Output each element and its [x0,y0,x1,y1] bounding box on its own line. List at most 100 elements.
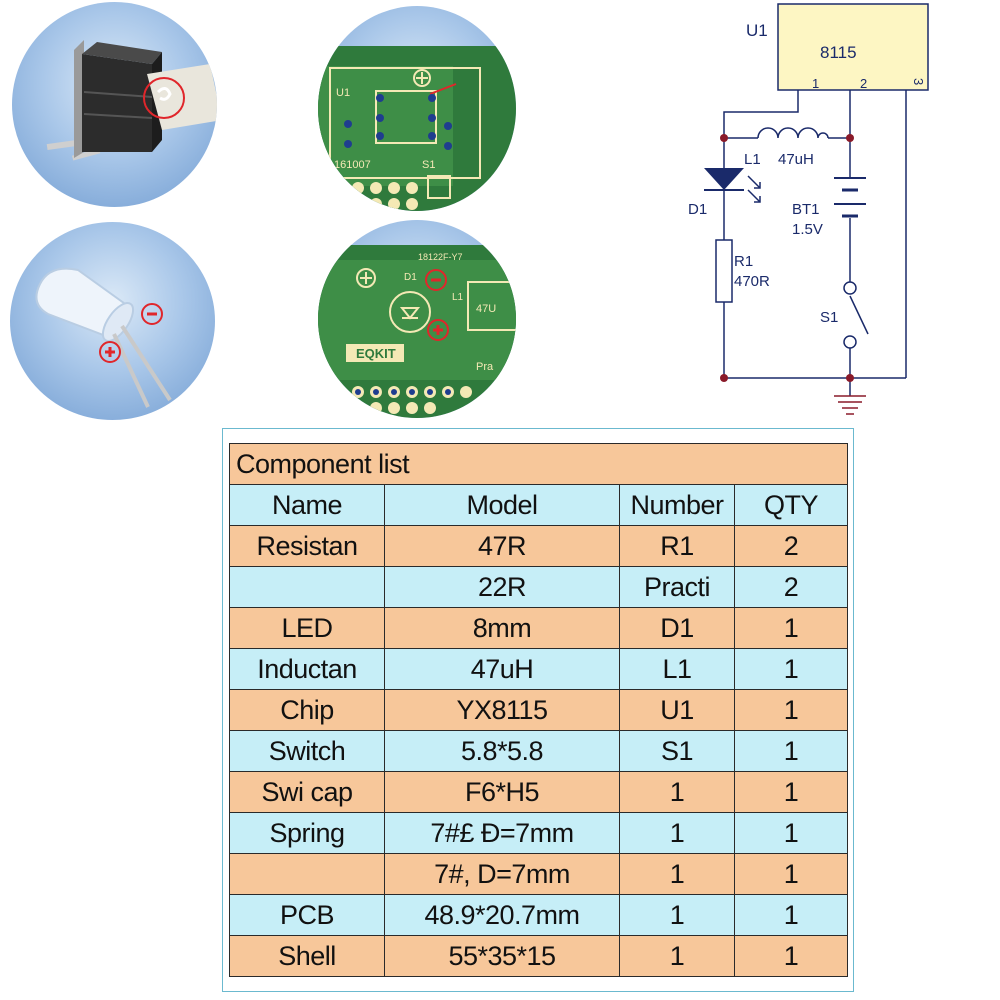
inductor-symbol [757,127,829,139]
component-table: Component list Name Model Number QTY Res… [228,443,849,977]
switch-contact-top [843,281,857,295]
l1-ref-label: L1 [744,151,761,168]
cell-number: U1 [619,689,735,731]
table-title: Component list [228,443,849,485]
u1-ref-label: U1 [746,21,768,40]
cell-model: YX8115 [384,689,620,731]
pcb-logo-text: EQKIT [356,346,396,361]
led-photo [10,222,215,420]
cell-number: 1 [619,853,735,895]
cell-name: PCB [229,894,385,936]
cell-number: 1 [619,812,735,854]
cell-name: Chip [229,689,385,731]
pcb-label-s1: S1 [422,159,435,171]
component-list-panel: Component list Name Model Number QTY Res… [222,428,854,992]
cap-highlight-circle [143,77,185,119]
cell-number: 1 [619,894,735,936]
cell-model: 55*35*15 [384,935,620,977]
cell-qty: 1 [733,935,849,977]
d1-ref-label: D1 [688,201,707,218]
schematic-wires [723,90,907,396]
pcb-label-code: 18122F-Y7 [418,252,463,262]
cell-name [229,853,385,895]
pcb-label-pra: Pra [476,361,494,373]
pcb-label-u1: U1 [336,87,350,99]
cell-number: 1 [619,771,735,813]
pcb-bottom-illustration: D1 L1 EQKIT 47U Pra 18122F-Y7 [318,245,516,418]
cell-model: F6*H5 [384,771,620,813]
cell-name: Switch [229,730,385,772]
cell-qty: 2 [733,566,849,608]
cell-number: 1 [619,935,735,977]
cell-name: Spring [229,812,385,854]
cell-name: Inductan [229,648,385,690]
ground-symbol [834,395,866,415]
r1-value-label: 470R [734,273,770,290]
resistor-symbol [715,239,733,303]
u1-chip-body [777,3,929,91]
u1-pin1-label: 1 [812,76,819,91]
l1-value-label: 47uH [778,151,814,168]
table-header-row: Name Model Number QTY [229,484,849,526]
u1-pin2-label: 2 [860,76,867,91]
circuit-schematic: U1 8115 1 2 3 L1 47uH D1 R1 470R BT1 1.5… [688,3,929,415]
pcb-label-date: 161007 [334,159,371,171]
cell-model: 48.9*20.7mm [384,894,620,936]
cell-model: 7#, D=7mm [384,853,620,895]
pcb-bottom-photo: D1 L1 EQKIT 47U Pra 18122F-Y7 [318,220,516,418]
header-qty: QTY [733,484,849,526]
cell-qty: 1 [733,648,849,690]
cell-qty: 2 [733,525,849,567]
switch-photo [12,2,217,207]
cell-name: Resistan [229,525,385,567]
junction-dots [720,134,854,382]
cell-qty: 1 [733,853,849,895]
header-model: Model [384,484,620,526]
cell-number: R1 [619,525,735,567]
cell-qty: 1 [733,607,849,649]
s1-ref-label: S1 [820,309,838,326]
pcb-label-d1: D1 [404,272,417,283]
pcb-label-l1: L1 [452,292,464,303]
cell-qty: 1 [733,894,849,936]
cell-model: 5.8*5.8 [384,730,620,772]
cell-number: Practi [619,566,735,608]
switch-contact-bottom [843,335,857,349]
anode-marker [99,341,121,363]
cell-model: 47uH [384,648,620,690]
cell-model: 7#£ Ð=7mm [384,812,620,854]
cell-qty: 1 [733,812,849,854]
r1-ref-label: R1 [734,253,753,270]
u1-part-label: 8115 [820,43,857,62]
cell-number: L1 [619,648,735,690]
cell-number: D1 [619,607,735,649]
cell-name: Swi cap [229,771,385,813]
bt1-value-label: 1.5V [792,221,823,238]
cell-model: 8mm [384,607,620,649]
pcb-top-photo: U1 161007 S1 [318,6,516,211]
cell-name: Shell [229,935,385,977]
cell-qty: 1 [733,771,849,813]
led-symbol [704,168,744,190]
pcb-top-illustration: U1 161007 S1 [318,46,516,211]
cathode-marker [141,303,163,325]
led-emission-arrows [747,175,761,203]
header-name: Name [229,484,385,526]
cell-qty: 1 [733,689,849,731]
cell-name [229,566,385,608]
cell-model: 47R [384,525,620,567]
pcb-label-47u: 47U [476,303,496,315]
cell-model: 22R [384,566,620,608]
cell-name: LED [229,607,385,649]
